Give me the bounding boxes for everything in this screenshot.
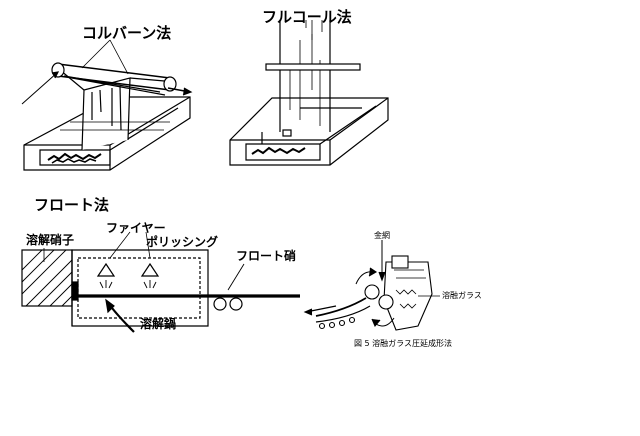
rolling-diagram bbox=[303, 240, 440, 331]
label-fire: ファイヤー bbox=[106, 221, 166, 235]
title-fourcault: フルコール法 bbox=[262, 8, 352, 26]
float-diagram bbox=[21, 231, 300, 333]
label-polishing: ポリッシング bbox=[146, 235, 219, 249]
label-melt-glass: 溶解硝子 bbox=[26, 233, 75, 247]
label-melt-furnace: 溶解鍋 bbox=[140, 317, 177, 331]
figure-caption: 図 5 溶融ガラス圧延成形法 bbox=[354, 339, 453, 348]
title-float: フロート法 bbox=[34, 196, 110, 214]
title-colburn: コルバーン法 bbox=[82, 24, 172, 42]
label-float-glass: フロート硝 bbox=[236, 249, 297, 263]
label-molten-glass: 溶融ガラス bbox=[442, 291, 482, 300]
float-glass-pointer bbox=[227, 263, 245, 291]
colburn-diagram bbox=[21, 39, 193, 171]
fourcault-diagram bbox=[229, 20, 389, 166]
label-wire-mesh: 金網 bbox=[374, 231, 390, 240]
